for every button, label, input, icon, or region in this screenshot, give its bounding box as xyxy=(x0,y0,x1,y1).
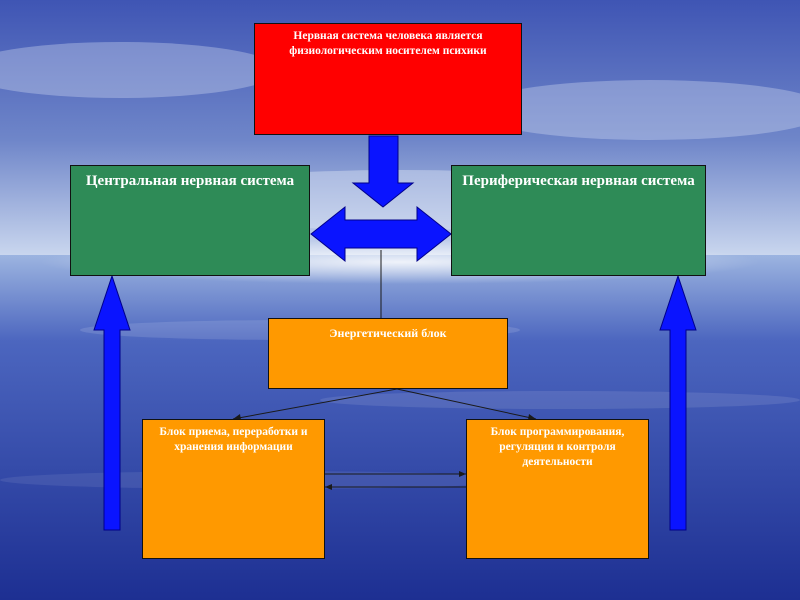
cloud xyxy=(470,80,800,140)
arrow-up-right-to-pns xyxy=(659,274,697,531)
arrow-up-left-to-cns xyxy=(93,274,131,531)
box-reception-block: Блок приема, переработки и хранения инфо… xyxy=(142,419,325,559)
arrow-down-top-to-systems xyxy=(351,135,415,208)
box-central-nervous-system: Центральная нервная система xyxy=(70,165,310,276)
box-programming-block-label: Блок программирования, регуляции и контр… xyxy=(490,426,625,468)
cloud xyxy=(0,42,280,98)
box-peripheral-nervous-system: Периферическая нервная система xyxy=(451,165,706,276)
arrowhead-programming xyxy=(528,414,536,420)
box-energy-block-label: Энергетический блок xyxy=(329,326,447,340)
box-central-nervous-system-label: Центральная нервная система xyxy=(85,173,295,189)
arrow-energy-to-programming xyxy=(396,388,537,420)
box-reception-block-label: Блок приема, переработки и хранения инфо… xyxy=(159,426,308,453)
arrowhead-left xyxy=(325,484,332,490)
box-energy-block: Энергетический блок xyxy=(268,318,508,389)
box-peripheral-nervous-system-label: Периферическая нервная система xyxy=(462,173,695,189)
box-nervous-system-label: Нервная система человека является физиол… xyxy=(289,30,487,57)
arrowhead-reception xyxy=(233,414,241,420)
box-programming-block: Блок программирования, регуляции и контр… xyxy=(466,419,649,559)
box-nervous-system: Нервная система человека является физиол… xyxy=(254,23,522,135)
arrow-energy-to-reception xyxy=(232,388,398,420)
arrowhead-right xyxy=(459,471,466,477)
